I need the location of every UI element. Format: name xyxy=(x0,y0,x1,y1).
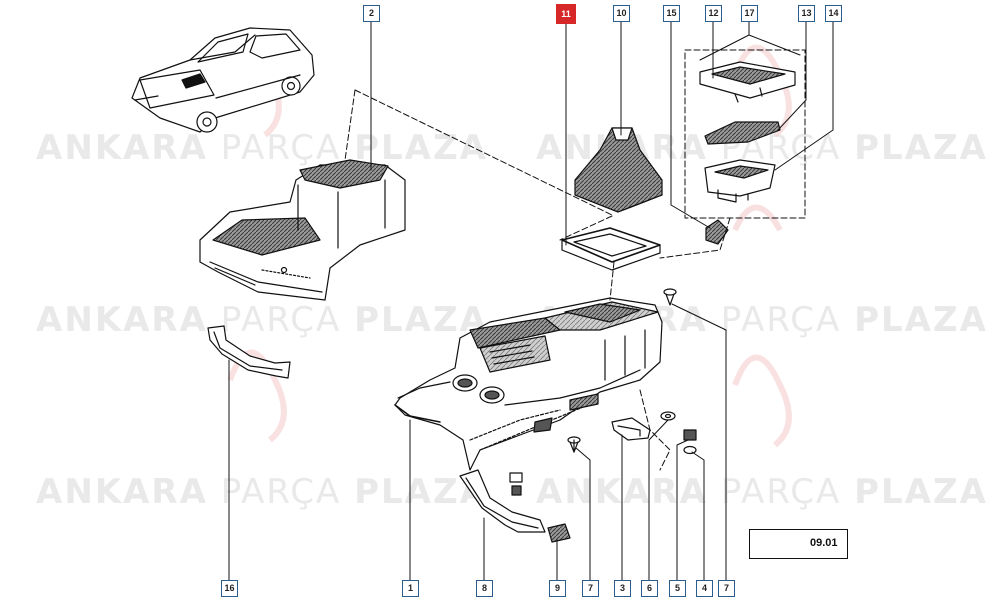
callout-10[interactable]: 10 xyxy=(613,5,630,22)
part-14-switch-housing xyxy=(704,159,776,203)
part-5-nut xyxy=(683,429,697,441)
watermark-word-parca: PARÇA xyxy=(220,128,342,168)
reference-code: 09.01 xyxy=(810,537,838,549)
watermark-word-plaza: PLAZA xyxy=(354,300,488,340)
part-10-gear-boot xyxy=(574,127,663,213)
watermark-word-parca: PARÇA xyxy=(720,472,842,512)
callout-15[interactable]: 15 xyxy=(663,5,680,22)
watermark-row-3-left: ANKARA PARÇA PLAZA xyxy=(36,472,488,512)
watermark-word-plaza: PLAZA xyxy=(854,472,988,512)
callout-leader-lines xyxy=(228,20,834,581)
logo-watermark-5 xyxy=(732,204,783,232)
callout-12[interactable]: 12 xyxy=(705,5,722,22)
watermark-word-parca: PARÇA xyxy=(220,300,342,340)
callout-11-highlighted[interactable]: 11 xyxy=(556,4,576,24)
watermark-row-1-left: ANKARA PARÇA PLAZA xyxy=(36,128,488,168)
callout-7-lower[interactable]: 7 xyxy=(582,580,599,597)
callout-9[interactable]: 9 xyxy=(549,580,566,597)
watermark-word-parca: PARÇA xyxy=(720,300,842,340)
part-15-switch xyxy=(705,219,729,245)
part-12-switch-panel xyxy=(699,61,796,103)
part-1-main-console xyxy=(394,297,663,471)
part-4-washer xyxy=(683,445,697,455)
callout-2[interactable]: 2 xyxy=(363,5,380,22)
callout-17[interactable]: 17 xyxy=(741,5,758,22)
part-7-screw-upper xyxy=(663,288,677,306)
part-3-clamp-plate xyxy=(611,417,651,441)
watermark-word-plaza: PLAZA xyxy=(854,128,988,168)
watermark-word-parca: PARÇA xyxy=(220,472,342,512)
callout-14[interactable]: 14 xyxy=(825,5,842,22)
part-9-clip xyxy=(547,523,571,543)
part-6-washer xyxy=(660,411,676,421)
watermark-word-ankara: ANKARA xyxy=(36,300,208,340)
car-illustration xyxy=(131,27,315,133)
watermark-word-ankara: ANKARA xyxy=(36,472,208,512)
watermark-row-2-left: ANKARA PARÇA PLAZA xyxy=(36,300,488,340)
watermark-word-plaza: PLAZA xyxy=(854,300,988,340)
exploded-view-dashed-lines xyxy=(344,49,806,471)
reference-box: 09.01 xyxy=(749,529,848,559)
watermark-word-ankara: ANKARA xyxy=(36,128,208,168)
callout-8[interactable]: 8 xyxy=(476,580,493,597)
callout-7-upper[interactable]: 7 xyxy=(718,580,735,597)
callout-4[interactable]: 4 xyxy=(696,580,713,597)
watermark-row-3-right: ANKARA PARÇA PLAZA xyxy=(536,472,988,512)
watermark-word-plaza: PLAZA xyxy=(354,128,488,168)
part-7-screw-lower xyxy=(567,436,581,453)
part-13-cover-plate xyxy=(704,121,781,145)
callout-13[interactable]: 13 xyxy=(798,5,815,22)
callout-5[interactable]: 5 xyxy=(669,580,686,597)
watermark-word-ankara: ANKARA xyxy=(536,472,708,512)
callout-1[interactable]: 1 xyxy=(402,580,419,597)
callout-3[interactable]: 3 xyxy=(614,580,631,597)
part-8-lower-bracket xyxy=(459,469,546,533)
part-16-bracket xyxy=(207,325,291,379)
callout-6[interactable]: 6 xyxy=(641,580,658,597)
callout-16[interactable]: 16 xyxy=(221,580,238,597)
logo-watermark-4 xyxy=(732,354,792,448)
part-2-console-cover xyxy=(199,159,406,301)
part-11-gear-trim-frame xyxy=(561,227,661,271)
